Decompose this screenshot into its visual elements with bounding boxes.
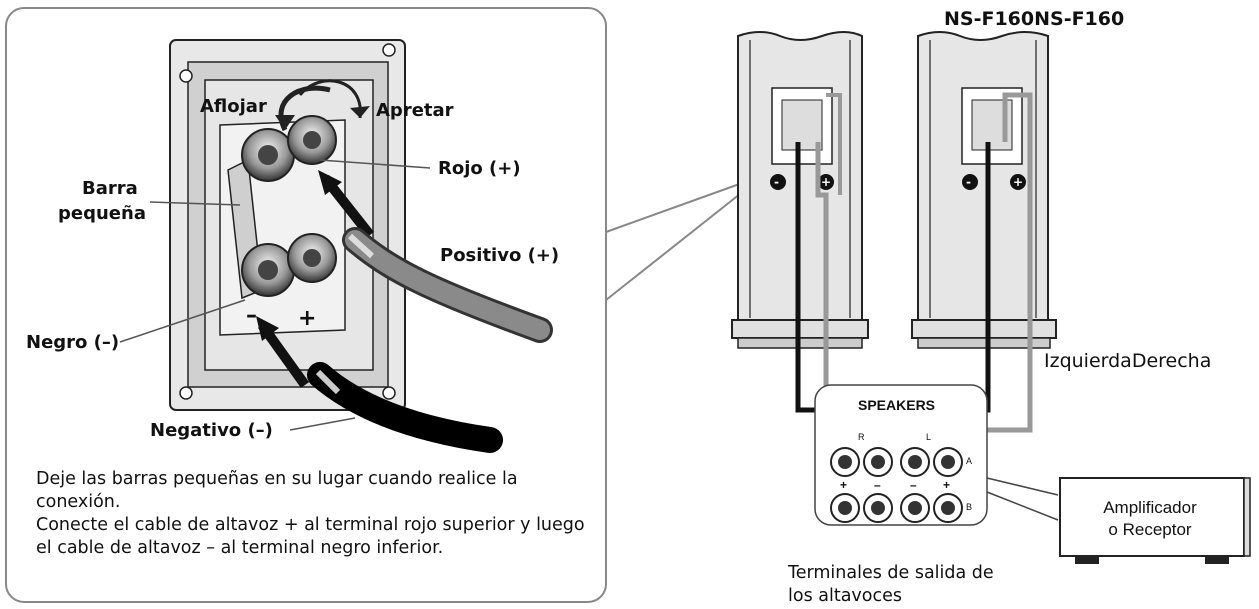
panel-a-label: A [966,456,973,466]
speaker-output-panel [814,384,988,526]
left-right-label: IzquierdaDerecha [1044,350,1212,372]
amplifier-label: Amplificador o Receptor [1062,497,1238,541]
amplifier-pointer [986,477,1059,521]
small-bar-label-1: Barra [82,178,138,199]
callout-pointer [605,181,746,301]
black-label: Negro (–) [26,332,120,353]
note-line-2: Conecte el cable de altavoz + al termina… [36,515,585,558]
tighten-label: Apretar [376,100,454,121]
panel-minus-2: – [910,478,917,492]
panel-minus-1: – [874,478,881,492]
positive-label: Positivo (+) [440,245,560,266]
terminals-caption-1: Terminales de salida de [788,563,994,583]
loosen-label: Aflojar [200,96,267,117]
note-line-1: Deje las barras pequeñas en su lugar cua… [36,469,518,512]
svg-text:-: - [966,175,971,189]
svg-text:+: + [1013,175,1023,189]
amplifier [1059,477,1251,564]
model-label: NS-F160NS-F160 [944,8,1125,30]
speaker-right: - + [911,31,1057,349]
leader-lines [119,159,431,431]
svg-text:-: - [774,175,779,189]
panel-plus-1: + [840,478,848,492]
amplifier-label-1: Amplificador [1103,498,1197,517]
panel-l-label: L [926,432,932,442]
amplifier-label-2: o Receptor [1108,520,1192,539]
small-bar-label-2: pequeña [58,203,146,224]
panel-r-label: R [858,432,865,442]
red-label: Rojo (+) [438,158,521,179]
panel-plus-2: + [943,478,951,492]
svg-text:+: + [821,175,831,189]
panel-b-label: B [966,502,973,512]
terminal-plate [169,39,406,411]
plate-minus-label: – [246,303,257,328]
connection-note: Deje las barras pequeñas en su lugar cua… [36,468,596,560]
panel-title: SPEAKERS [858,397,936,413]
plate-plus-label: + [298,306,317,331]
negative-label: Negativo (–) [150,420,273,441]
terminals-caption-2: los altavoces [788,586,902,606]
